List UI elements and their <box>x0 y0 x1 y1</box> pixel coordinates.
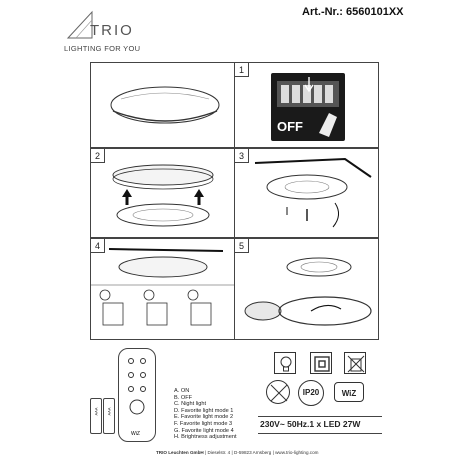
article-number: Art.-Nr.: 6560101XX <box>302 6 404 18</box>
legend-item: H. Brightness adjustment <box>174 434 237 441</box>
footer-web: www.trio-lighting.com <box>275 450 319 455</box>
battery-label: AAA <box>106 407 112 416</box>
brand-tagline: LIGHTING FOR YOU <box>64 44 141 53</box>
wiring-diagram <box>91 248 236 326</box>
fuse-box-illustration: OFF <box>271 73 345 141</box>
legend-item: G. Favorite light mode 4 <box>174 427 234 434</box>
double-square-icon <box>314 356 330 372</box>
off-label: OFF <box>277 119 303 134</box>
step-number-3: 3 <box>235 149 249 163</box>
remote-buttons-icon: WiZ <box>128 358 146 437</box>
battery-left: AAA <box>90 398 102 434</box>
attach-cover-diagram <box>244 257 372 326</box>
wiz-symbol: WiZ <box>334 382 364 402</box>
switch-off-icon <box>277 77 339 137</box>
legend-item: C. Night light <box>174 401 207 408</box>
panel-step-4: 4 <box>90 238 236 340</box>
footer-city: D-59823 Arnsberg <box>234 450 272 455</box>
footer: TRIO Leuchten GmbH | Dieselstr. 4 | D-59… <box>156 450 319 455</box>
class-two-symbol <box>310 352 332 374</box>
spec-box: 230V~ 50Hz.1 x LED 27W <box>258 416 382 434</box>
ip-rating-symbol: IP20 <box>298 380 324 406</box>
crossed-bin-icon <box>347 355 365 373</box>
no-dimmer-symbol <box>266 380 290 404</box>
legend-item: D. Favorite light mode 1 <box>174 407 234 414</box>
panel-step-1: 1 OFF <box>234 62 379 148</box>
svg-text:WiZ: WiZ <box>131 431 140 437</box>
spec-text: 230V~ 50Hz.1 x LED 27W <box>260 419 361 429</box>
bulb-icon <box>280 356 292 372</box>
ceiling-lamp-side-icon <box>110 86 220 124</box>
remove-cover-diagram <box>112 164 214 227</box>
no-dimmer-icon <box>270 384 288 402</box>
wiz-label: WiZ <box>341 389 357 398</box>
battery-label: AAA <box>93 407 99 416</box>
battery-right: AAA <box>103 398 115 434</box>
ip-rating-label: IP20 <box>302 388 320 397</box>
step-number-1: 1 <box>235 63 249 77</box>
remote-legend: A. ON B. OFF C. Night light D. Favorite … <box>174 388 237 441</box>
step-number-2: 2 <box>91 149 105 163</box>
legend-item: B. OFF <box>174 394 193 401</box>
footer-street: Dieselstr. 4 <box>207 450 231 455</box>
legend-item: A. ON <box>174 388 190 394</box>
legend-item: E. Favorite light mode 2 <box>174 414 234 421</box>
panel-step-2: 2 <box>90 148 235 238</box>
logo-triangle-icon <box>66 10 93 39</box>
brand-logo: TRIO LIGHTING FOR YOU <box>62 8 172 58</box>
brand-name: TRIO <box>90 22 134 39</box>
remote-control: WiZ <box>118 348 156 442</box>
panel-step-5: 5 <box>234 238 379 340</box>
bulb-symbol <box>274 352 296 374</box>
legend-item: F. Favorite light mode 3 <box>174 420 233 427</box>
mount-base-diagram <box>254 157 372 228</box>
panel-step-3: 3 <box>234 148 379 238</box>
step-number-5: 5 <box>235 239 249 253</box>
footer-company: TRIO Leuchten GmbH <box>156 450 204 455</box>
step-number-4: 4 <box>91 239 105 253</box>
no-bin-symbol <box>344 352 366 374</box>
panel-product-overview <box>90 62 235 148</box>
